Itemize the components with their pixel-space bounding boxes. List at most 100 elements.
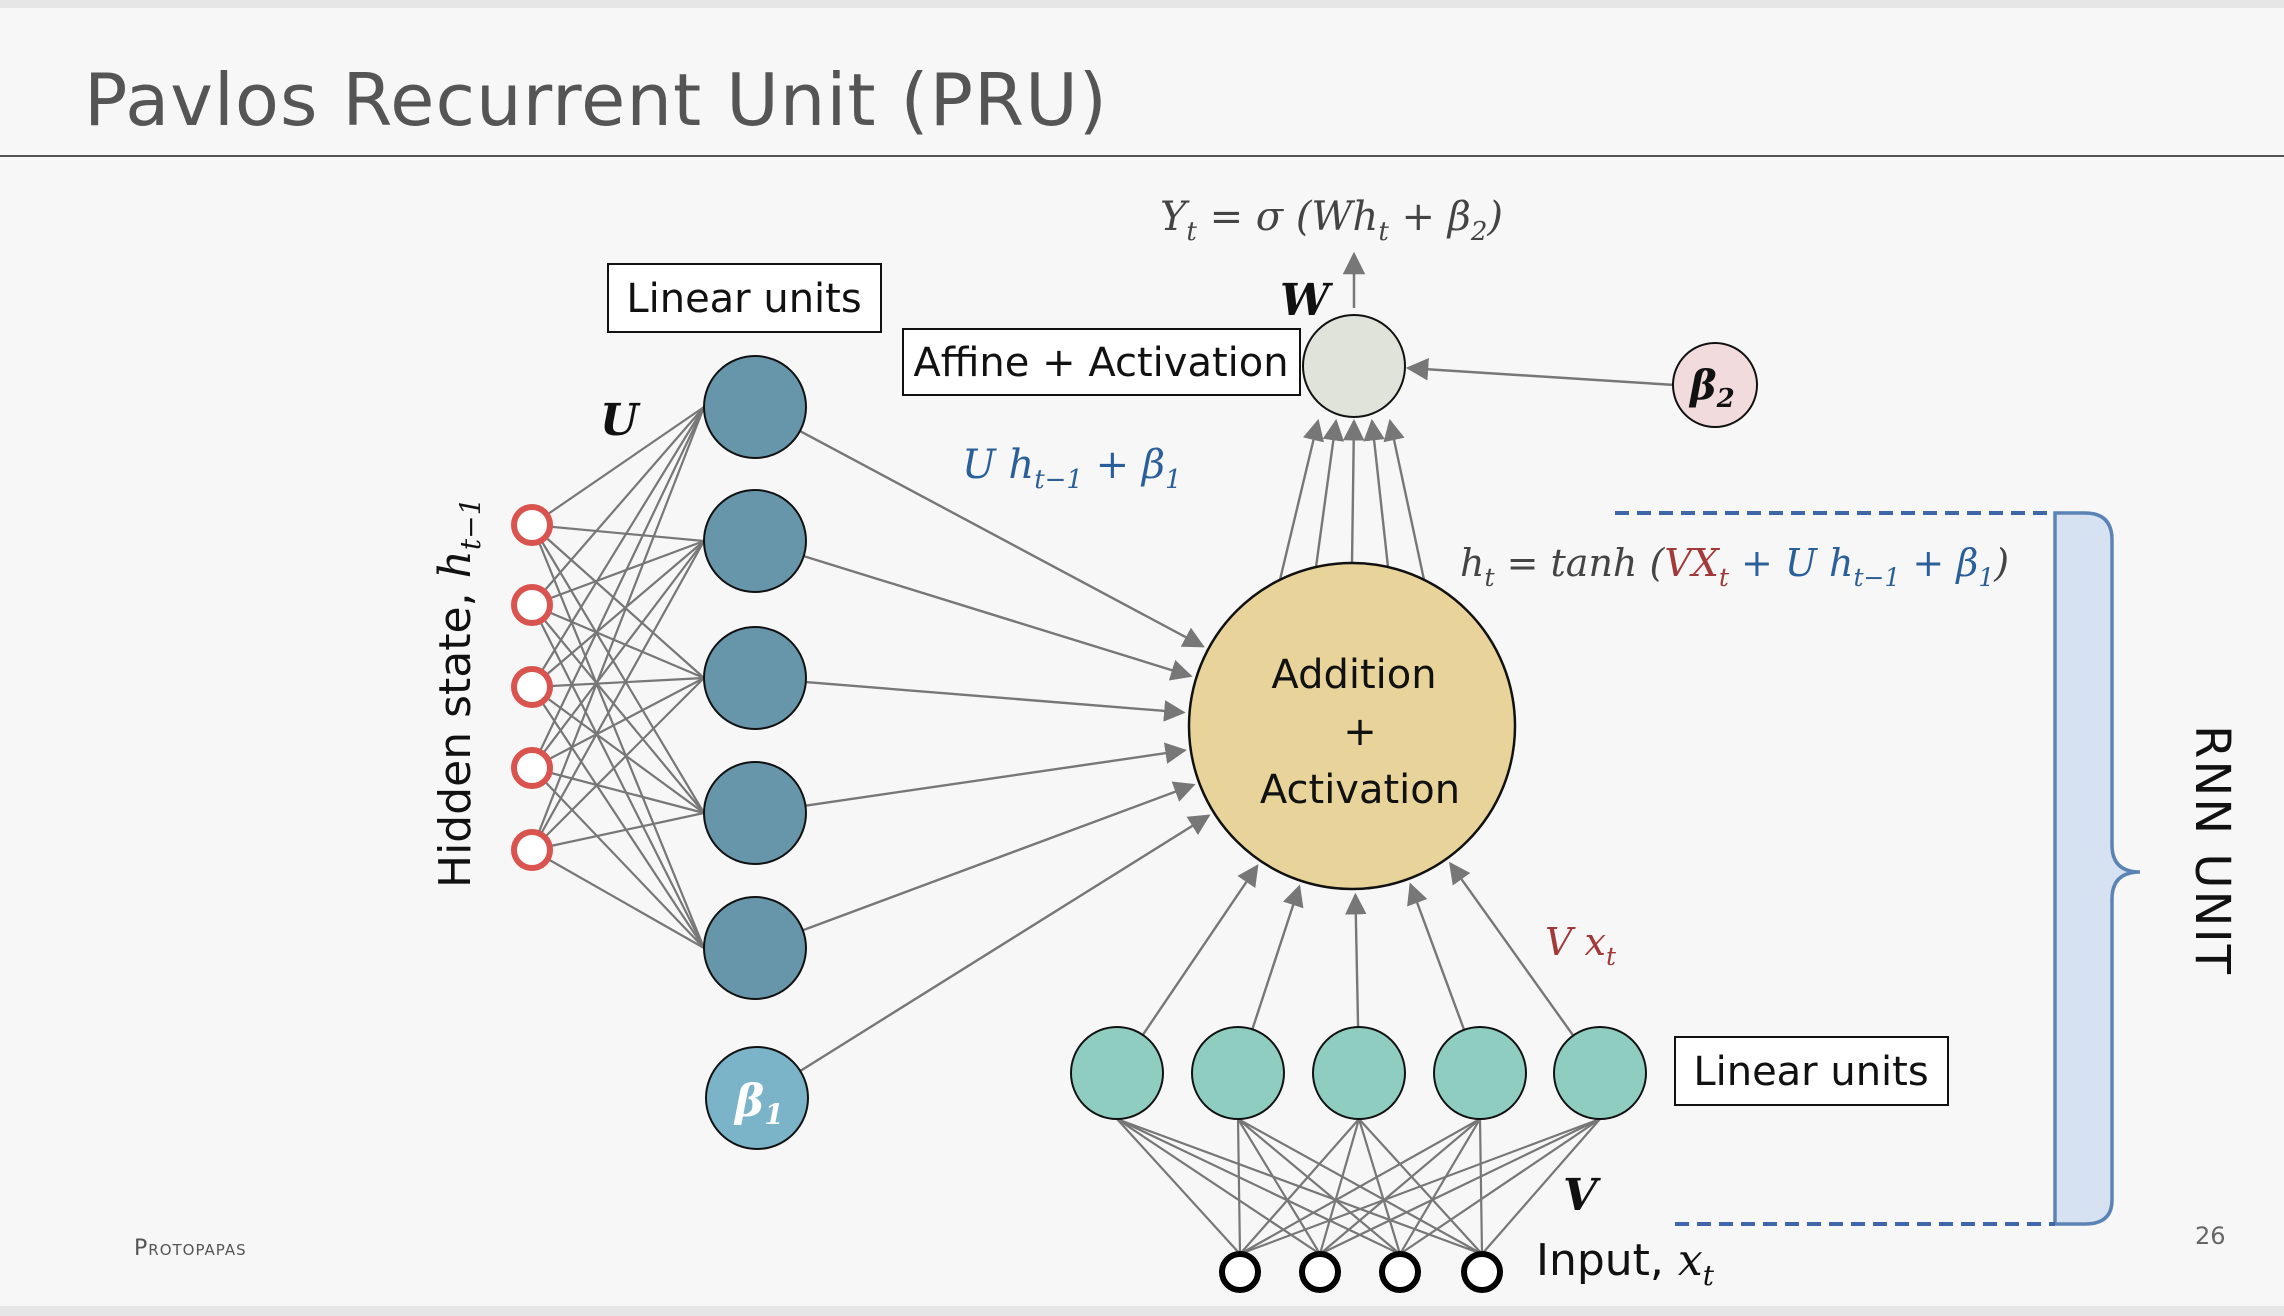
linear-unit-node [703,896,807,1000]
edge [1319,1118,1601,1255]
edge [1383,418,1426,581]
rnn-unit-label: RNN UNIT [2184,725,2240,976]
u-term-label: U ht−1 + β1 [962,442,1182,495]
slide-title: Pavlos Recurrent Unit (PRU) [84,58,1108,142]
input-node [1299,1251,1341,1293]
edge [531,811,705,852]
footer-author: Protopapas [134,1236,247,1261]
edge [1251,884,1304,1030]
linear-units-top-box [607,263,882,333]
top-strip [0,0,2284,8]
hidden-state-node [511,584,553,626]
edges-addition-to-output [1278,418,1426,581]
edge [1116,1118,1241,1255]
edge [531,849,705,949]
hidden-state-node [511,504,553,546]
weight-v-label: V [1563,1170,1601,1221]
edge [799,814,1211,1072]
edge [799,429,1205,648]
edges-to-addition [799,429,1575,1072]
edge [531,523,705,543]
edge [1318,1118,1361,1255]
edge [1363,418,1390,568]
edge [531,406,705,526]
linear-unit-node [1312,1026,1406,1120]
edge [531,677,705,851]
edge [531,540,705,769]
edge [1236,1118,1242,1255]
linear-units-top-nodes [703,355,807,1000]
edge [803,554,1193,681]
hidden-state-node [511,829,553,871]
edge [1399,1118,1481,1255]
edge [531,406,705,769]
beta1-node [705,1046,809,1150]
affine-activation-box [902,328,1301,396]
edge [805,742,1187,807]
linear-unit-node [1433,1026,1527,1120]
input-node [1379,1251,1421,1293]
beta2-edge [1405,358,1676,387]
linear-unit-node [1070,1026,1164,1120]
edge [1399,1118,1601,1255]
edge [1342,418,1365,564]
bottom-strip [0,1306,2284,1316]
addition-label-line1: Addition [1271,652,1436,698]
edge [531,540,705,851]
beta2-node [1672,342,1758,428]
edge [805,680,1186,722]
addition-label-line3: Activation [1260,767,1460,813]
hidden-state-label: Hidden state, ht−1 [430,498,487,888]
edge [531,540,705,688]
edge [1449,861,1575,1037]
edge [531,603,705,680]
input-nodes [1219,1251,1503,1293]
hidden-state-node [511,747,553,789]
affine-activation-label: Affine + Activation [913,340,1288,386]
edge [1116,1118,1401,1255]
edge [531,524,705,814]
input-node [1461,1251,1503,1293]
linear-units-bottom-nodes [1070,1026,1647,1120]
edge [531,406,705,688]
edge [1314,418,1345,568]
linear-unit-node [703,626,807,730]
beta2-label: β2 [1688,362,1735,414]
rnn-unit-bracket [2053,511,2141,1226]
linear-units-top-label: Linear units [626,276,861,322]
linear-unit-node [1191,1026,1285,1120]
edges-input-to-linear [1116,1117,1601,1256]
edge [1237,1118,1401,1255]
beta1-label: β1 [733,1076,784,1131]
edge [1116,1117,1483,1256]
edges-hidden-to-linear [530,406,706,949]
edge [1237,1118,1483,1255]
edge [1116,1118,1321,1255]
edge [531,676,705,689]
edge [531,406,705,606]
edge [1278,418,1324,581]
edge [530,406,706,851]
edge [531,677,705,769]
edge [531,524,705,679]
title-rule [0,155,2284,157]
linear-unit-node [703,761,807,865]
linear-unit-node [703,355,807,459]
output-equation: Yt = σ (Wht + β2) [1160,194,1503,247]
v-term-label: V xt [1545,920,1617,971]
edge [1478,1118,1484,1255]
hidden-state-nodes [511,504,553,871]
edge [531,539,705,607]
edge [1237,1118,1321,1255]
hidden-update-equation: ht = tanh (VXt + U ht−1 + β1) [1460,541,2009,592]
input-node [1219,1251,1261,1293]
input-label: Input, xt [1536,1235,1715,1292]
edge [1141,864,1259,1036]
hidden-state-node [511,666,553,708]
weight-u-label: U [600,395,641,446]
edge [1358,1118,1483,1255]
linear-units-bottom-label: Linear units [1693,1049,1928,1095]
linear-units-bottom-box [1674,1036,1949,1106]
page-number: 26 [2195,1222,2226,1250]
